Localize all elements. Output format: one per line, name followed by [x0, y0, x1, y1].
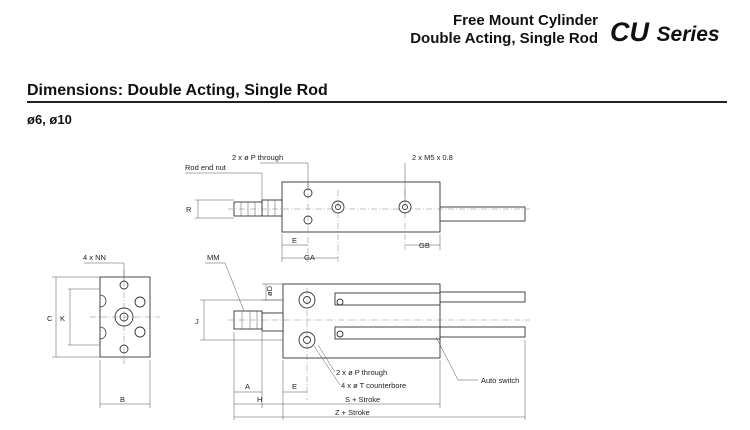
label-t-counterbore: 4 x ø T counterbore: [341, 381, 406, 390]
section-title: Dimensions: Double Acting, Single Rod: [27, 82, 328, 99]
series-word: Series: [656, 23, 720, 46]
header-line-2: Double Acting, Single Rod: [410, 30, 598, 47]
label-s-stroke: S + Stroke: [345, 395, 380, 404]
label-h: H: [257, 395, 262, 404]
label-c: C: [47, 314, 53, 323]
label-gb: GB: [419, 241, 430, 250]
top-view-rod: [439, 206, 526, 222]
label-b: B: [120, 395, 125, 404]
side-view: [200, 262, 530, 420]
side-view-switch-groove-1: [334, 292, 441, 306]
label-p-through-top: 2 x ø P through: [232, 153, 283, 162]
series-code: CU: [610, 17, 649, 47]
label-z-stroke: Z + Stroke: [335, 408, 370, 417]
side-view-switch-screw-1: [336, 298, 344, 306]
label-j: J: [195, 317, 199, 326]
label-mm: MM: [207, 253, 220, 262]
label-e-bottom: E: [292, 382, 297, 391]
end-view-notch-2: [99, 326, 107, 340]
top-view-rod-end-nut: [261, 199, 283, 217]
label-p-through-bottom: 2 x ø P through: [336, 368, 387, 377]
label-a: A: [245, 382, 250, 391]
label-rod-end-nut: Rod end nut: [185, 163, 227, 172]
end-view-notch-1: [99, 294, 107, 308]
label-e-top: E: [292, 236, 297, 245]
side-view-switch-screw-2: [336, 330, 344, 338]
end-view-port-1: [134, 296, 146, 308]
side-view-rod-upper: [439, 291, 526, 303]
header-line-1: Free Mount Cylinder: [452, 12, 598, 29]
side-view-rod-lower: [439, 326, 526, 338]
bore-sizes: ø6, ø10: [27, 112, 72, 127]
end-view-port-2: [134, 326, 146, 338]
label-auto-switch: Auto switch: [481, 376, 519, 385]
label-od: øD: [265, 285, 274, 296]
end-view: [52, 262, 160, 408]
label-nn: 4 x NN: [83, 253, 106, 262]
header-subtitle: Free Mount Cylinder Double Acting, Singl…: [410, 12, 598, 48]
side-view-rod-end-nut: [261, 312, 284, 332]
label-k: K: [60, 314, 65, 323]
label-r: R: [186, 205, 192, 214]
series-title: CU Series: [610, 16, 720, 51]
label-m5: 2 x M5 x 0.8: [412, 153, 453, 162]
label-ga: GA: [304, 253, 315, 262]
side-view-switch-groove-2: [334, 326, 441, 340]
top-view: [185, 162, 530, 262]
section-divider: [27, 101, 727, 103]
